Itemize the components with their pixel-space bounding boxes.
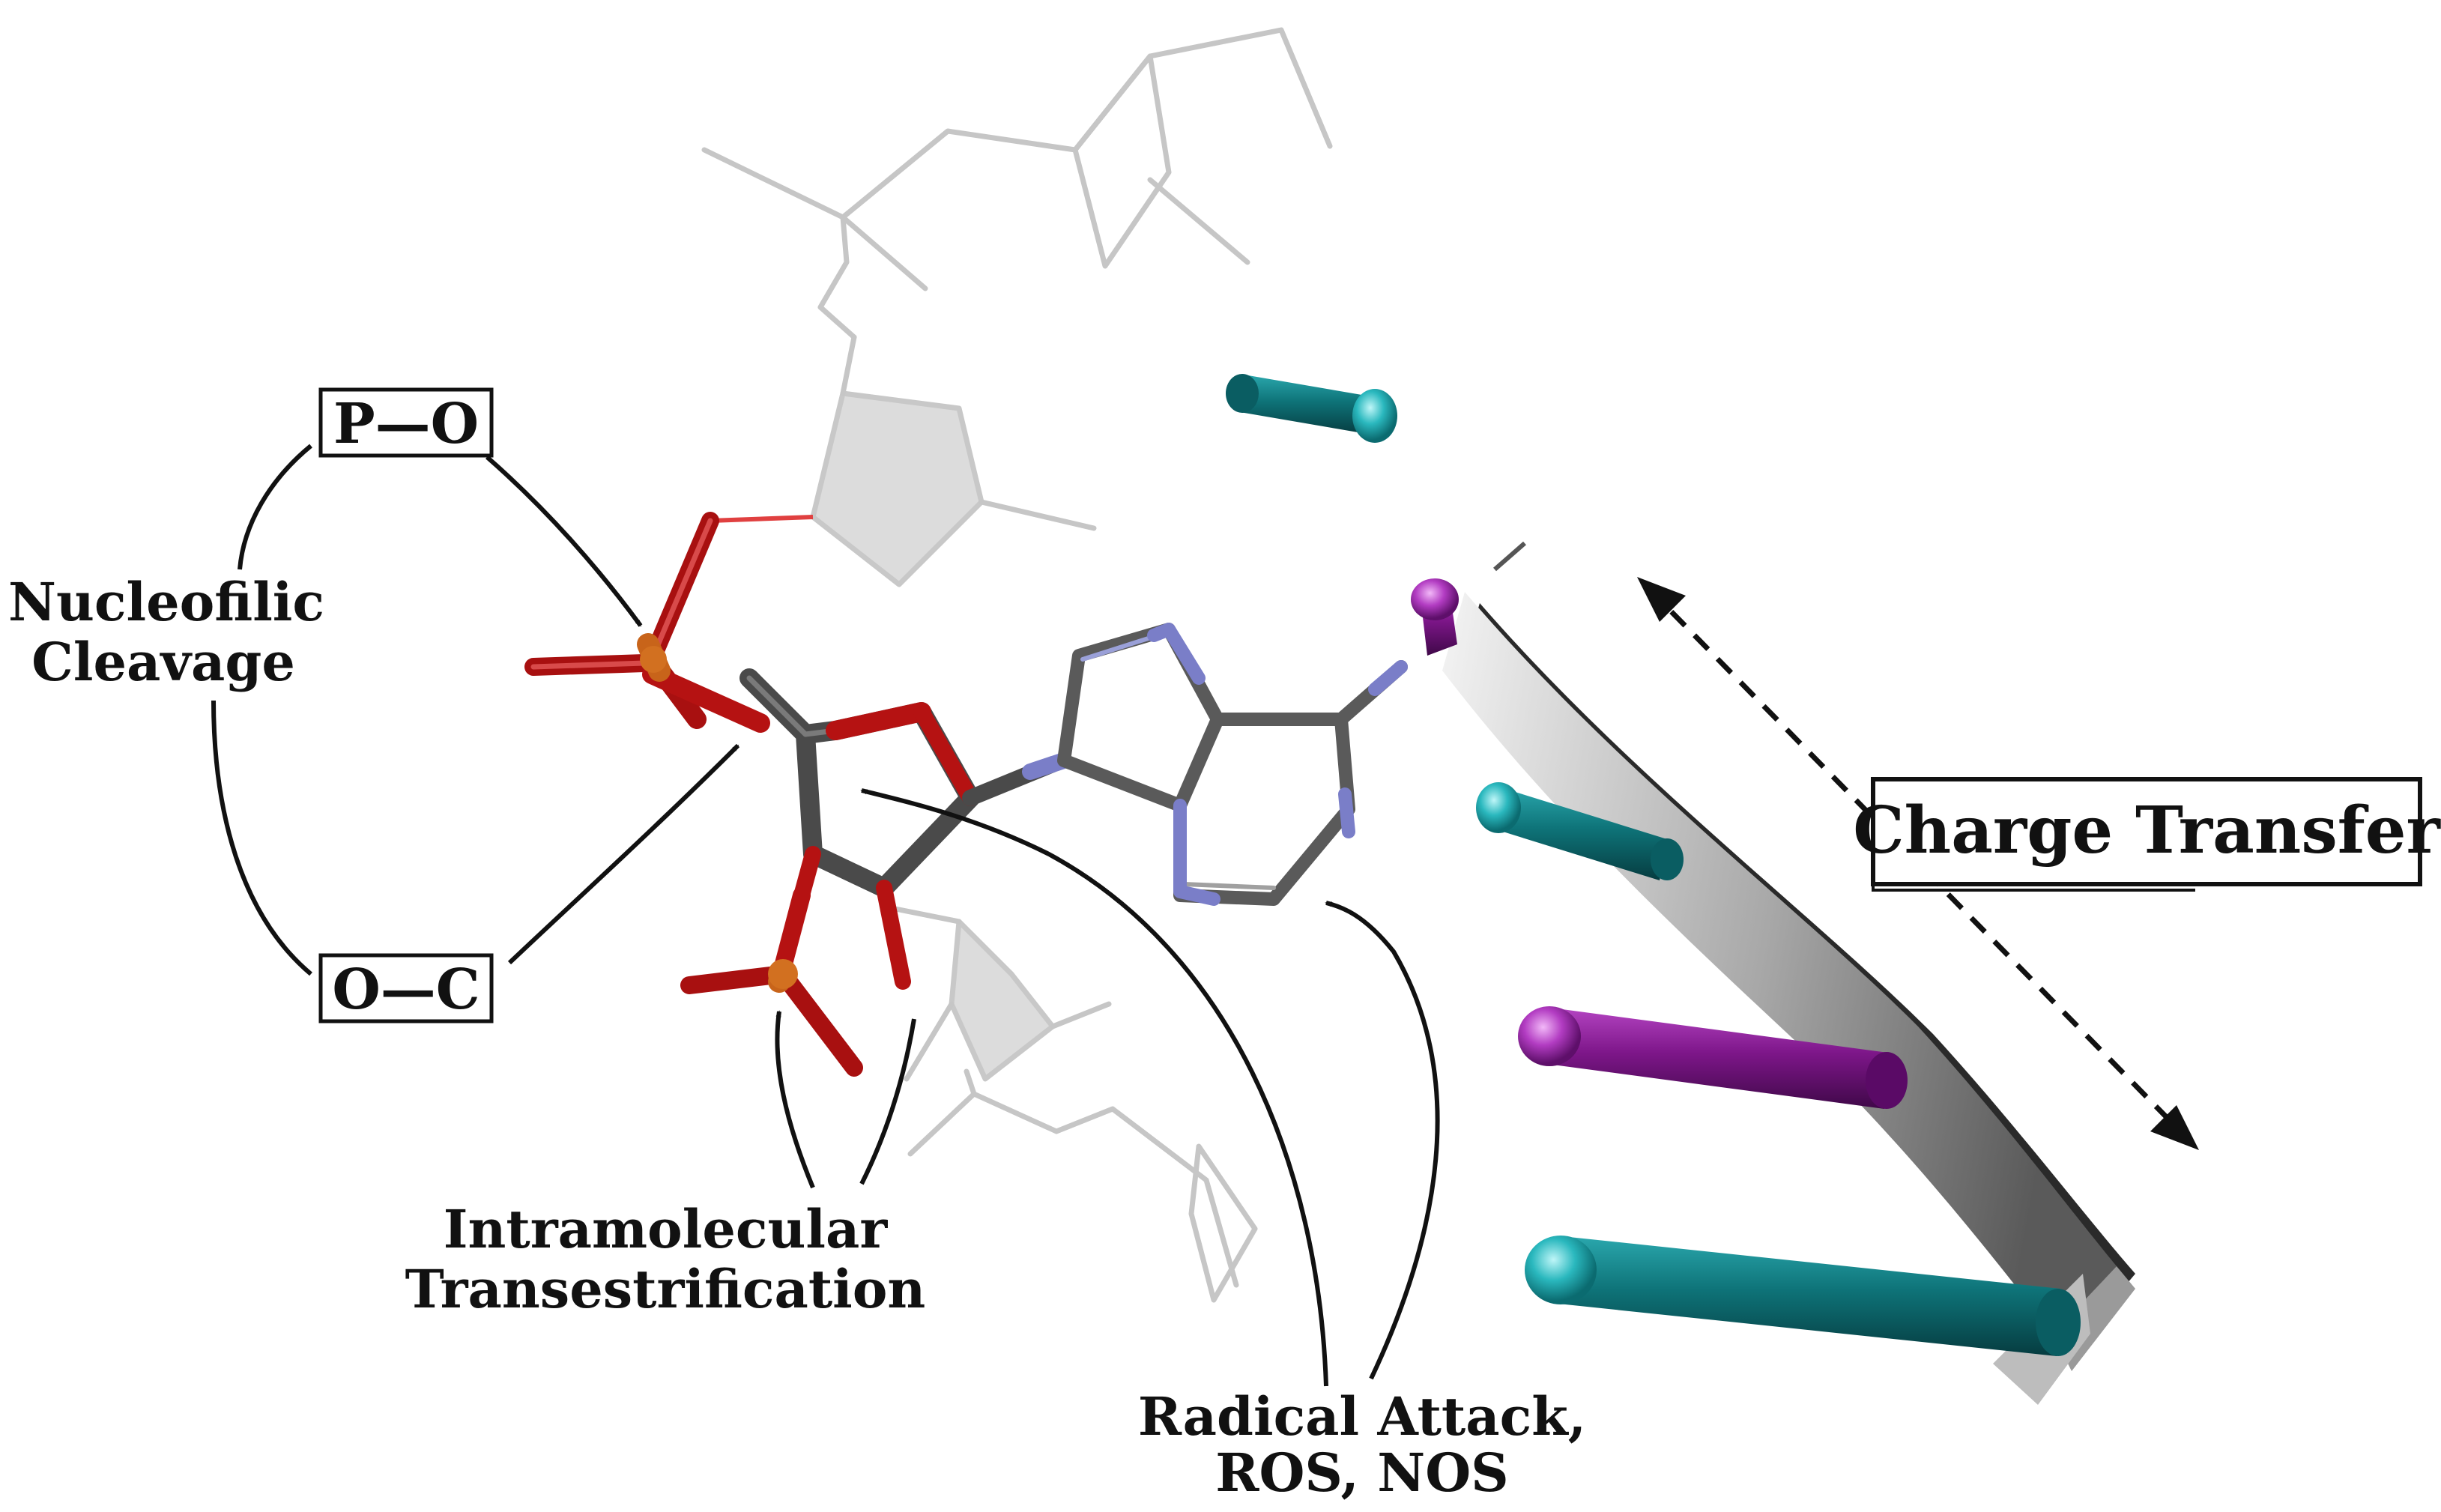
o-c-arrow [507, 743, 740, 965]
p-o-arrow [486, 455, 643, 627]
charge-transfer-label: Charge Transfer [1853, 793, 2441, 868]
o-c-bond-box: O—C [318, 953, 494, 1023]
ribbon-face [1442, 592, 2117, 1334]
purple-cylinder-small [1411, 578, 1459, 656]
radical-label-line2: ROS, NOS [1215, 1442, 1508, 1504]
charge-transfer-box: Charge Transfer [1853, 777, 2441, 892]
teal-cylinder-1 [1226, 374, 1397, 443]
nucleofilic-loop-top [238, 444, 312, 570]
lower-branch [907, 1091, 1239, 1288]
nucleofilic-loop-bottom [211, 700, 312, 976]
faded-neighbor-nucleotides [701, 27, 1333, 1303]
bottom-sugar-ring [1188, 1143, 1258, 1303]
radical-label-line1: Radical Attack, [1138, 1385, 1586, 1448]
charge-transfer-arrow [1637, 577, 2199, 1150]
teal-cylinder-2 [1476, 782, 1684, 880]
ribose-ring [739, 668, 980, 990]
phosphate-5prime [524, 512, 770, 733]
intramolecular-label-line2: Transestrification [405, 1258, 926, 1320]
upper-sugar-sub [1147, 177, 1250, 265]
phosphate-3prime [680, 886, 863, 1077]
mechanism-arrows [211, 444, 1440, 1387]
p-o-bond-box: P—O [318, 387, 494, 458]
ribbon-tip [1493, 541, 1526, 572]
middle-sugar-links [840, 334, 1097, 531]
intramolecular-label-line1: Intramolecular [444, 1198, 889, 1260]
nucleofilic-label-line2: Cleavage [31, 631, 295, 693]
transestrification-arrow-right [859, 1018, 916, 1185]
transestrification-arrow-left [775, 1010, 815, 1189]
upper-chain [701, 27, 1333, 220]
purple-cylinder-long [1518, 1006, 1908, 1109]
upper-branch [817, 214, 928, 340]
adenine-base [1057, 623, 1408, 906]
teal-cylinder-long [1525, 1236, 2081, 1356]
lower-chain [881, 904, 1112, 1097]
red-o-link [710, 515, 814, 523]
radical-arrow-sugar [860, 788, 1328, 1387]
base-pair-cylinders [1226, 374, 2081, 1356]
lower-sugar-ring [949, 919, 1056, 1082]
middle-sugar-ring [810, 390, 984, 587]
upper-sugar-ring [1072, 53, 1172, 269]
p-o-bond-label: P—O [333, 392, 479, 456]
nucleotide-stick-model [524, 512, 1408, 1077]
o-c-bond-label: O—C [332, 958, 480, 1022]
nucleofilic-label-line1: Nucleofilic [8, 571, 324, 633]
radical-arrow-base [1325, 901, 1440, 1380]
